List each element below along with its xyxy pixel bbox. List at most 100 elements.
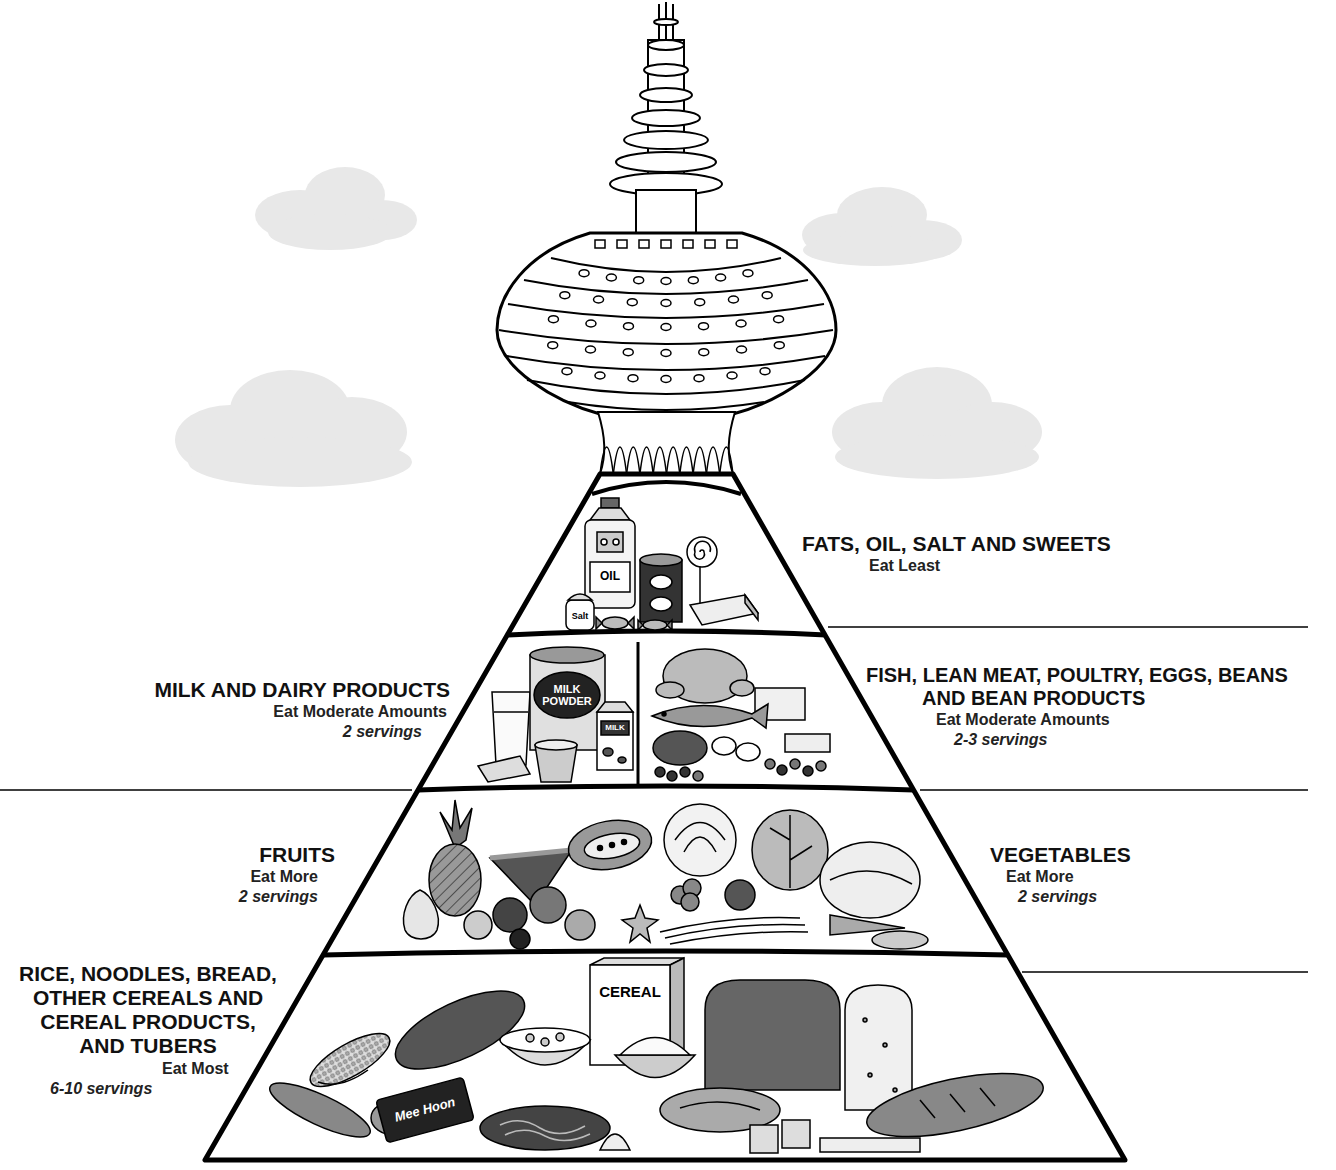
rice-noodle-bread-tuber-food [620,1038,690,1056]
fish-meat-egg-bean-food [655,767,665,777]
tower [560,292,570,299]
tower [617,240,627,248]
pyramid-outline [205,474,1125,1160]
milk-dairy-food [603,748,613,756]
fats-oil-salt-sweets-food [745,595,758,620]
tower [694,375,704,382]
tower [648,40,684,50]
fruit-vegetable-food [670,932,808,944]
fats-oil-salt-sweets-food [643,620,667,630]
rice-noodle-bread-tuber-food [705,980,840,1090]
fish-meat-egg-bean-food [693,771,703,781]
fish-meat-egg-bean-food [803,766,813,776]
tower [716,274,726,281]
fats-oil-salt-sweets-food [597,532,623,552]
tower [548,240,785,383]
fruit-vegetable-food [464,911,492,939]
rice-noodle-bread-tuber-food [893,1088,897,1092]
fish-meat-egg-bean-food [730,680,754,696]
tower [661,376,671,383]
tower [636,190,696,236]
fish-meat-egg-bean-food [662,712,666,716]
milk-dairy-food [530,655,605,750]
package-label: Salt [572,612,589,622]
milk-dairy-food [535,740,577,750]
fats-oil-salt-sweets-food [650,575,672,589]
fruit-vegetable-food [429,844,481,916]
intake-advice: Eat More [239,867,335,887]
tower [628,375,638,382]
rule-line [920,789,1308,791]
fats-oil-salt-sweets-food [694,541,710,559]
tower [624,131,708,149]
tower [623,349,633,356]
rice-noodle-bread-tuber-food [556,1033,564,1041]
rice-noodle-bread-tuber-food [480,1106,610,1150]
rule-line [1022,971,1308,973]
fruit-vegetable-food [622,840,627,845]
tower [661,324,671,331]
fish-meat-egg-bean-food [652,649,830,781]
fats-oil-salt-sweets-food [566,600,594,630]
tower [568,402,764,410]
tower [737,346,747,353]
intake-advice: Eat Moderate Amounts [154,702,450,722]
tower [585,346,595,353]
tower [706,447,719,474]
milk-dairy-food [597,712,633,770]
intake-advice: Eat Most [17,1059,279,1079]
fats-oil-salt-sweets-food [590,562,630,592]
rice-noodle-bread-tuber-food [318,1070,368,1084]
pyramid-outline [418,786,914,790]
serving-count: 2-3 servings [866,730,1321,750]
tower [762,292,772,299]
fats-oil-salt-sweets-food [602,617,628,629]
fats-oil-salt-sweets-food [667,620,672,630]
rice-noodle-bread-tuber-food [920,1088,995,1118]
tower [595,372,605,379]
fish-meat-egg-bean-food [712,737,736,755]
pyramid-outline [205,474,1125,1160]
cloud [803,234,947,266]
fruit-vegetable-food [830,871,912,884]
fish-meat-egg-bean-food [680,767,690,777]
tower [661,278,671,285]
fruit-vegetable-food [664,804,736,876]
fats-oil-salt-sweets-food [601,498,619,508]
food-group-heading: MILK AND DAIRY PRODUCTS [154,678,450,702]
fats-oil-salt-sweets-food [601,539,607,545]
tower [616,152,716,172]
food-group-label: FATS, OIL, SALT AND SWEETSEat Least [802,532,1111,576]
fruit-vegetable-food [820,842,920,918]
milk-dairy-food [530,647,604,663]
fruit-vegetable-food [440,800,472,848]
fats-oil-salt-sweets-food [585,520,635,608]
fruit-vegetable-food [564,814,655,876]
tower [507,356,825,370]
fruit-vegetable-food [582,829,641,862]
rice-noodle-bread-tuber-food [264,958,1049,1153]
fruit-vegetable-food [622,905,658,942]
fats-oil-salt-sweets-food [640,554,682,566]
tower [598,412,735,474]
tower [654,19,678,25]
fruit-vegetable-food [752,810,828,890]
rice-noodle-bread-tuber-food [505,1130,590,1140]
package-label: OIL [600,570,620,583]
food-group-heading: RICE, NOODLES, BREAD, OTHER CEREALS AND … [17,962,279,1059]
rice-noodle-bread-tuber-food [750,1125,778,1153]
rice-noodle-bread-tuber-food [500,1028,590,1052]
fats-oil-salt-sweets-food [690,595,758,625]
rice-noodle-bread-tuber-food [868,1073,872,1077]
cloud [268,214,392,250]
tower [680,447,693,474]
milk-dairy-food [494,711,528,713]
food-group-label: VEGETABLESEat More2 servings [990,843,1131,907]
fats-oil-salt-sweets-food [590,508,630,520]
tower [634,277,644,284]
tower [627,447,640,474]
food-group-heading: FISH, LEAN MEAT, POULTRY, EGGS, BEANS AN… [866,664,1321,710]
pyramid-outline [637,642,640,784]
rice-noodle-bread-tuber-food [820,1138,920,1152]
milk-dairy-food [492,692,530,765]
